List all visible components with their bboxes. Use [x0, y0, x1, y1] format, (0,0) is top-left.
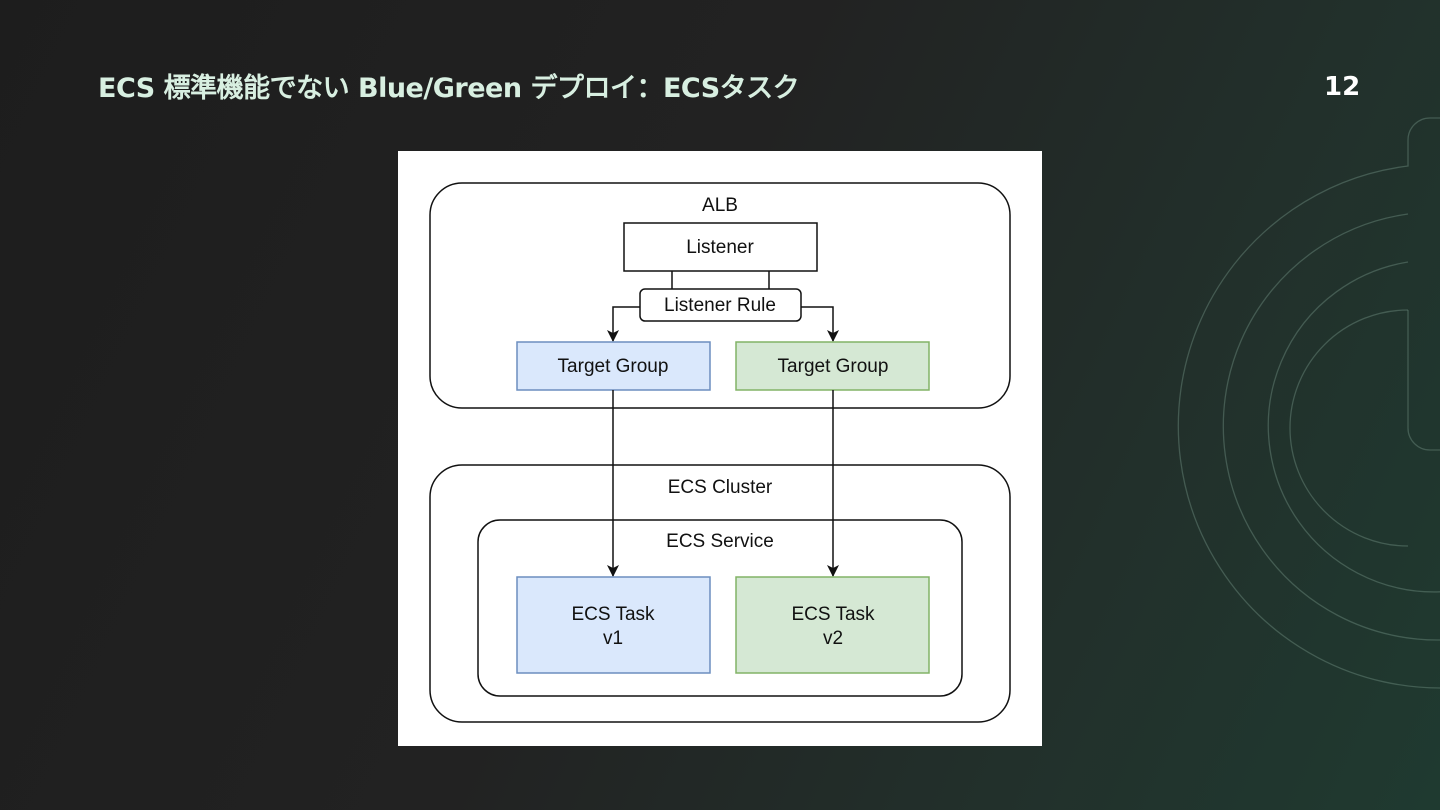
- ecs-task-v1: [516, 576, 711, 674]
- rule-to-blue-arrow: [607, 306, 640, 342]
- ecs-cluster-label: ECS Cluster: [668, 477, 773, 498]
- listener-box: [623, 222, 818, 272]
- listener-rule-label: Listener Rule: [664, 295, 776, 316]
- ecs-task-v2-version: v2: [823, 628, 843, 649]
- alb-label: ALB: [702, 195, 738, 216]
- rule-to-green-arrow: [801, 306, 839, 342]
- ecs-service-label: ECS Service: [666, 531, 774, 552]
- ecs-task-v2-title: ECS Task: [791, 604, 875, 625]
- ecs-task-v2: [735, 576, 930, 674]
- slide-title: ECS 標準機能でない Blue/Green デプロイ：ECSタスク: [98, 73, 800, 104]
- ecs-task-v1-version: v1: [603, 628, 623, 649]
- listener-label: Listener: [686, 237, 754, 258]
- listener-rule-box: [639, 288, 802, 322]
- architecture-diagram: ALB Listener Listener Rule Target Group …: [398, 151, 1042, 746]
- target-group-green-label: Target Group: [778, 356, 889, 377]
- target-group-blue-label: Target Group: [558, 356, 669, 377]
- ecs-task-v1-title: ECS Task: [571, 604, 655, 625]
- page-number: 12: [1324, 72, 1361, 102]
